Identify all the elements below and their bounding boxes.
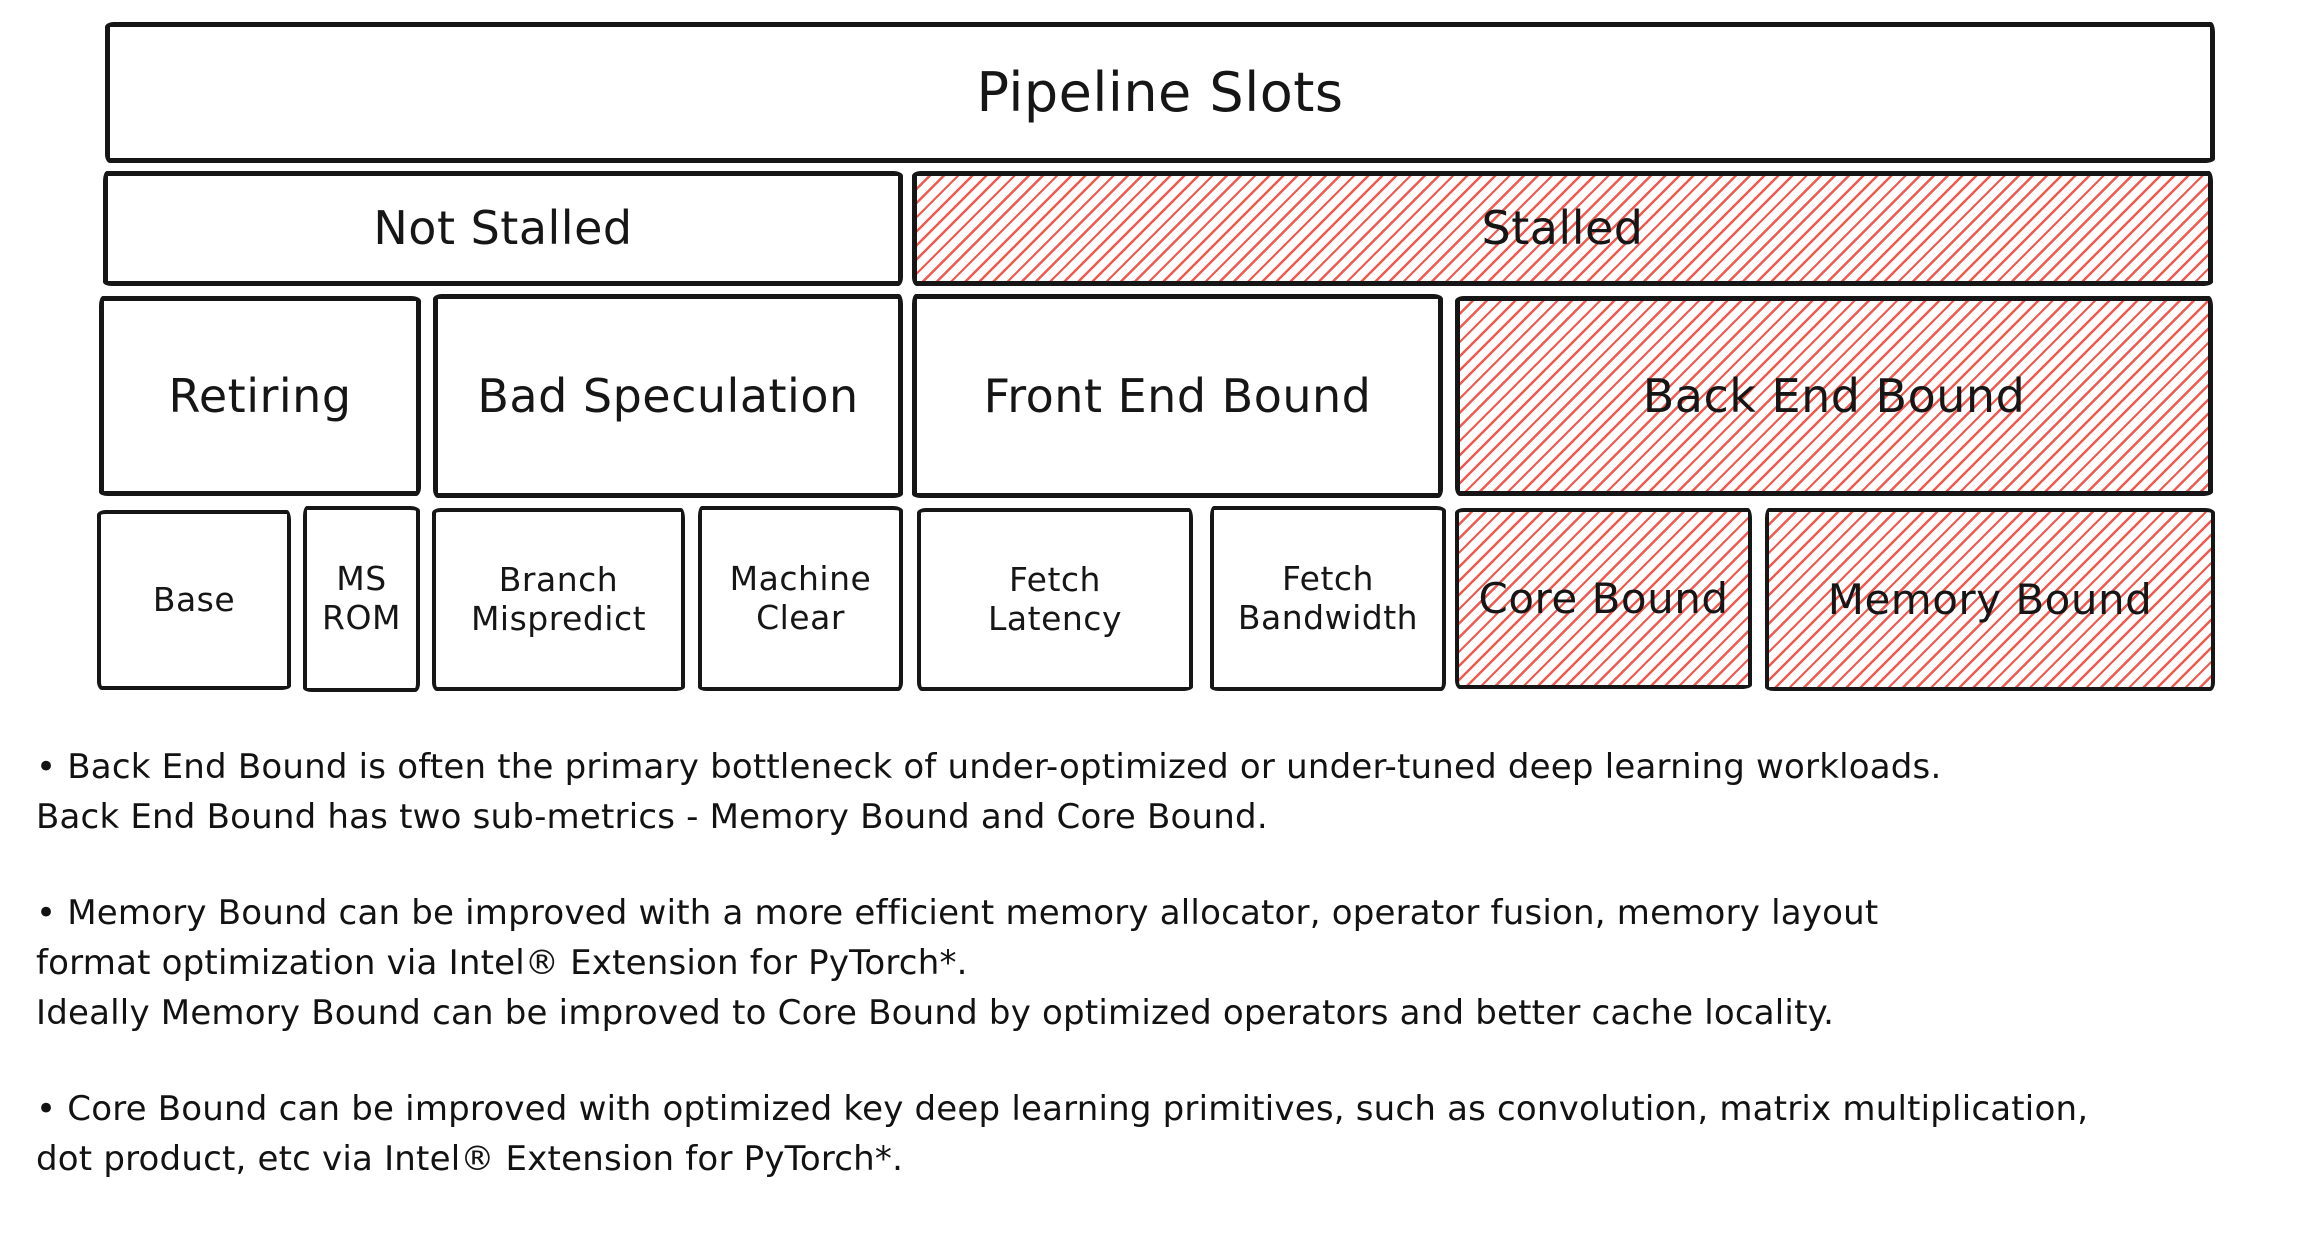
box-memory-bound: Memory Bound (1765, 508, 2222, 700)
core-bound-label: Core Bound (1478, 573, 1729, 623)
fetch-bandwidth-label: Fetch Bandwidth (1237, 558, 1419, 637)
fetch-latency-label: Fetch Latency (988, 559, 1122, 638)
bad-speculation-label: Bad Speculation (477, 368, 859, 423)
note-back-end-bound: • Back End Bound is often the primary bo… (36, 747, 1942, 837)
box-machine-clear: Machine Clear (698, 506, 903, 691)
pipeline-slots-label: Pipeline Slots (976, 60, 1344, 124)
box-front-end-bound: Front End Bound (912, 294, 1443, 498)
box-pipeline-slots: Pipeline Slots (105, 22, 2215, 163)
box-fetch-bandwidth: Fetch Bandwidth (1210, 506, 1446, 691)
branch-mispredict-label: Branch Mispredict (470, 559, 647, 638)
box-fetch-latency: Fetch Latency (917, 508, 1193, 691)
retiring-label: Retiring (168, 368, 352, 423)
box-base: Base (97, 510, 291, 690)
box-ms-rom: MS ROM (303, 506, 420, 692)
box-core-bound: Core Bound (1455, 508, 1759, 698)
box-stalled: Stalled (912, 171, 2219, 294)
note-core-bound: • Core Bound can be improved with optimi… (36, 1089, 2089, 1179)
not-stalled-label: Not Stalled (373, 201, 633, 256)
box-branch-mispredict: Branch Mispredict (432, 508, 685, 691)
box-not-stalled: Not Stalled (103, 171, 903, 286)
stalled-label: Stalled (1481, 201, 1644, 256)
base-label: Base (152, 579, 236, 619)
ms-rom-label: MS ROM (322, 559, 401, 637)
box-retiring: Retiring (99, 296, 421, 496)
memory-bound-label: Memory Bound (1827, 574, 2153, 624)
box-bad-speculation: Bad Speculation (433, 294, 903, 498)
box-back-end-bound: Back End Bound (1455, 296, 2219, 504)
front-end-bound-label: Front End Bound (983, 368, 1372, 423)
note-memory-bound: • Memory Bound can be improved with a mo… (36, 893, 1879, 1033)
machine-clear-label: Machine Clear (729, 558, 872, 637)
back-end-bound-label: Back End Bound (1642, 368, 2026, 423)
notes: • Back End Bound is often the primary bo… (36, 742, 2296, 1230)
